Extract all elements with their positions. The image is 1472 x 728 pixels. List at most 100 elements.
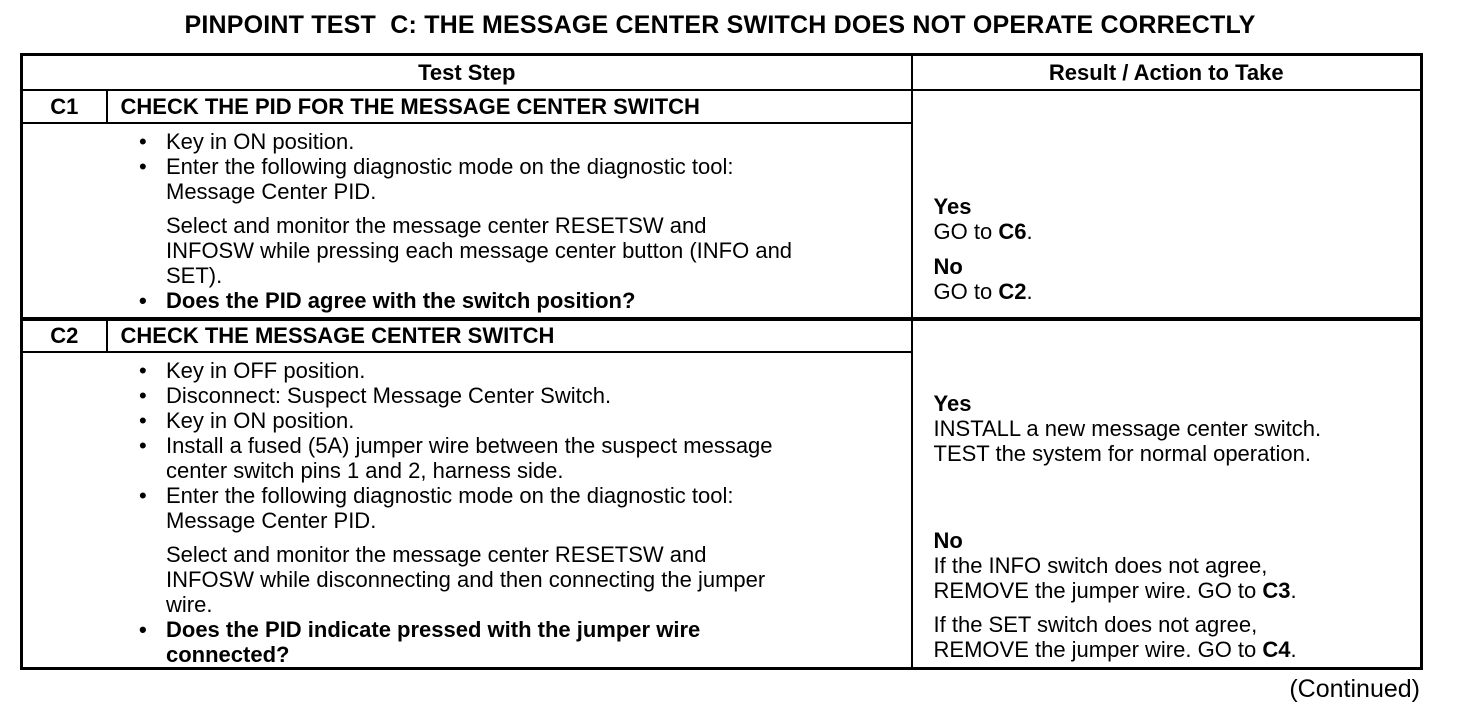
item-text: Key in ON position. [166,408,354,433]
result-header-cell: Result / Action to Take [910,54,1422,91]
step-body-row: • Key in OFF position. • Disconnect: Suspec… [22,352,1422,669]
bullet-icon [139,542,166,617]
body-item: Select and monitor the message center RE… [139,542,901,617]
item-text: Key in ON position. [166,129,354,154]
result-paragraph: GO to C6. [934,219,1415,244]
bullet-icon: • [139,617,147,642]
item-text: Select and monitor the message center RE… [166,213,792,288]
table-header-row: Test Step Result / Action to Take [21,54,1422,91]
bullet-icon: • [139,154,147,179]
item-line: wire. [166,592,213,617]
step-id-cell: C2 [21,319,108,353]
item-line: Message Center PID. [166,508,377,533]
step-id-cell: C1 [21,90,108,124]
body-item: • Does the PID indicate pressed with the … [139,617,901,667]
text-segment: GO to [933,219,999,244]
text-segment: TEST the system for normal operation. [933,441,1311,466]
text-segment: C6 [998,219,1027,244]
step-title-cell: CHECK THE PID FOR THE MESSAGE CENTER SWI… [106,90,912,124]
bullet-icon: • [139,288,147,313]
bullet-icon: • [139,358,147,383]
result-line: TEST the system for normal operation. [934,441,1415,466]
item-line: Install a fused (5A) jumper wire between… [166,433,773,458]
body-item: • Enter the following diagnostic mode on … [139,483,901,533]
result-line: INSTALL a new message center switch. [934,416,1415,441]
bullet-icon: • [139,129,147,154]
continued-note: (Continued) [1289,675,1420,703]
text-segment: . [1026,279,1033,304]
result-line: GO to C6. [934,219,1415,244]
test-step-header-cell: Test Step [21,54,912,91]
body-item: Select and monitor the message center RE… [139,213,901,288]
text-segment: . [1026,219,1033,244]
body-item: • Key in OFF position. [139,358,901,383]
item-line: Key in ON position. [166,129,355,154]
bullet-icon [139,213,166,288]
item-text: Enter the following diagnostic mode on t… [166,483,733,533]
result-line: If the INFO switch does not agree, [934,553,1415,578]
item-line: Key in ON position. [166,408,355,433]
item-line: INFOSW while disconnecting and then conn… [166,567,766,592]
result-line: REMOVE the jumper wire. GO to C4. [934,637,1415,662]
result-paragraph: GO to C2. [934,279,1415,304]
body-item: • Enter the following diagnostic mode on … [139,154,901,204]
item-line: Key in OFF position. [166,358,366,383]
text-segment: GO to [933,279,999,304]
text-segment: If the INFO switch does not agree, [933,553,1268,578]
item-line: Enter the following diagnostic mode on t… [166,483,734,508]
text-segment: If the SET switch does not agree, [933,612,1258,637]
item-text: Disconnect: Suspect Message Center Switc… [166,383,611,408]
step-body-cell: • Key in OFF position. • Disconnect: Suspec… [22,352,912,669]
result-paragraph: INSTALL a new message center switch.TEST… [934,416,1415,466]
item-line: Message Center PID. [166,179,377,204]
item-text: Does the PID indicate pressed with the j… [166,617,700,667]
item-line: Disconnect: Suspect Message Center Switc… [166,383,612,408]
item-line: Enter the following diagnostic mode on t… [166,154,734,179]
item-line: center switch pins 1 and 2, harness side… [166,458,564,483]
text-segment: REMOVE the jumper wire. GO to [933,637,1263,662]
text-segment: REMOVE the jumper wire. GO to [933,578,1263,603]
text-segment: C4 [1262,637,1291,662]
result-line: If the SET switch does not agree, [934,612,1415,637]
step-title-cell: CHECK THE MESSAGE CENTER SWITCH [106,319,912,353]
bullet-icon: • [139,408,147,433]
result-paragraph: If the INFO switch does not agree,REMOVE… [934,553,1415,603]
result-line: REMOVE the jumper wire. GO to C3. [934,578,1415,603]
item-text: Does the PID agree with the switch posit… [166,288,635,313]
item-text: Install a fused (5A) jumper wire between… [166,433,773,483]
text-segment: C2 [998,279,1027,304]
text-segment: . [1290,578,1297,603]
item-line: Does the PID agree with the switch posit… [166,288,636,313]
bullet-icon: • [139,483,147,508]
body-item: • Key in ON position. [139,408,901,433]
item-line: INFOSW while pressing each message cente… [166,238,793,263]
text-segment: . [1290,637,1297,662]
item-text: Enter the following diagnostic mode on t… [166,154,733,204]
body-item: • Key in ON position. [139,129,901,154]
body-item: • Does the PID agree with the switch posi… [139,288,901,313]
text-segment: C3 [1262,578,1291,603]
body-item: •Install a fused (5A) jumper wire betwee… [139,433,901,483]
step-body-cell: • Key in ON position. • Enter the following… [21,123,912,321]
bullet-icon: • [139,383,147,408]
item-text: Key in OFF position. [166,358,365,383]
document-title: PINPOINT TEST C: THE MESSAGE CENTER SWIT… [184,11,1256,39]
result-label: Yes [933,391,972,416]
item-line: Select and monitor the message center RE… [166,542,707,567]
result-label: Yes [933,194,972,219]
step-body-row: • Key in ON position. • Enter the following… [21,123,1422,321]
text-segment: INSTALL a new message center switch. [933,416,1322,441]
result-label: No [933,254,963,279]
body-item: • Disconnect: Suspect Message Center Swit… [139,383,901,408]
result-label: No [933,528,963,553]
